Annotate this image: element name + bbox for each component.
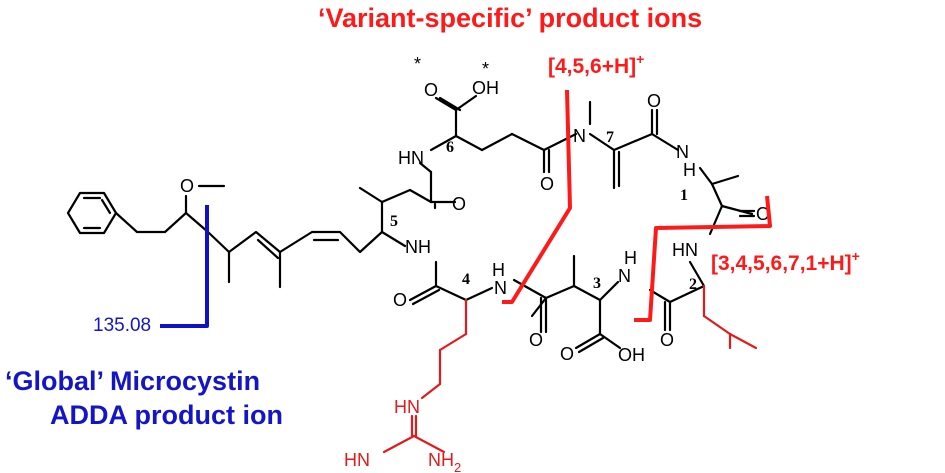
residue-number-4: 4	[462, 271, 470, 288]
variable-side-chains: HN HN NH2	[344, 284, 758, 473]
global-title-line1: ‘Global’ Microcystin	[5, 366, 260, 396]
nh-residue-6: HN	[398, 148, 424, 168]
cut-line-345671	[634, 195, 772, 322]
nh-residue-2: HN	[672, 240, 698, 260]
svg-text:O: O	[540, 174, 554, 194]
svg-text:O: O	[647, 91, 661, 111]
nh-residue-1: N	[676, 142, 689, 162]
macrocycle: O HN NH O OH * * O N O N H	[380, 54, 770, 365]
residue-number-2: 2	[689, 276, 697, 293]
global-title-line2: ADDA product ion	[50, 400, 283, 430]
svg-text:OH: OH	[618, 345, 645, 365]
cut-line-adda	[160, 205, 209, 328]
residue-number-1: 1	[680, 187, 688, 204]
residue-number-6: 6	[446, 139, 454, 156]
nh-residue-5: NH	[405, 237, 431, 257]
residue-numbers: 1 2 3 4 5 6 7	[390, 129, 697, 293]
adda-chain: O	[66, 176, 412, 289]
carboxyl-star-1: *	[414, 54, 421, 74]
svg-text:O: O	[529, 330, 543, 350]
carboxyl-star-2: *	[482, 59, 489, 79]
adda-mass-label: 135.08	[93, 315, 151, 336]
svg-text:O: O	[560, 344, 574, 364]
nh-residue-3: N	[618, 266, 631, 286]
cut-line-456	[502, 89, 572, 304]
svg-text:H: H	[624, 248, 637, 268]
n-methyl-7: N	[573, 126, 586, 146]
arg-nh2: NH2	[428, 450, 461, 473]
nh-residue-4: H	[492, 260, 505, 280]
arg-hn: HN	[344, 450, 370, 470]
residue-number-3: 3	[593, 275, 601, 292]
residue-number-5: 5	[390, 213, 398, 230]
svg-text:H: H	[683, 160, 696, 180]
svg-text:N: N	[494, 278, 507, 298]
svg-text:O: O	[393, 290, 407, 310]
svg-text:O: O	[660, 330, 674, 350]
variant-title: ‘Variant-specific’ product ions	[318, 3, 702, 33]
svg-text:O: O	[424, 80, 438, 100]
svg-text:OH: OH	[472, 78, 499, 98]
phenyl-ring	[66, 191, 118, 235]
ion-345671-label: [3,4,5,6,7,1+H]+	[711, 248, 860, 275]
ion-456-label: [4,5,6+H]+	[548, 51, 644, 78]
arg-nh: HN	[394, 397, 420, 417]
residue-number-7: 7	[606, 129, 614, 146]
svg-text:O: O	[452, 194, 466, 214]
methoxy-oxygen: O	[180, 176, 194, 196]
